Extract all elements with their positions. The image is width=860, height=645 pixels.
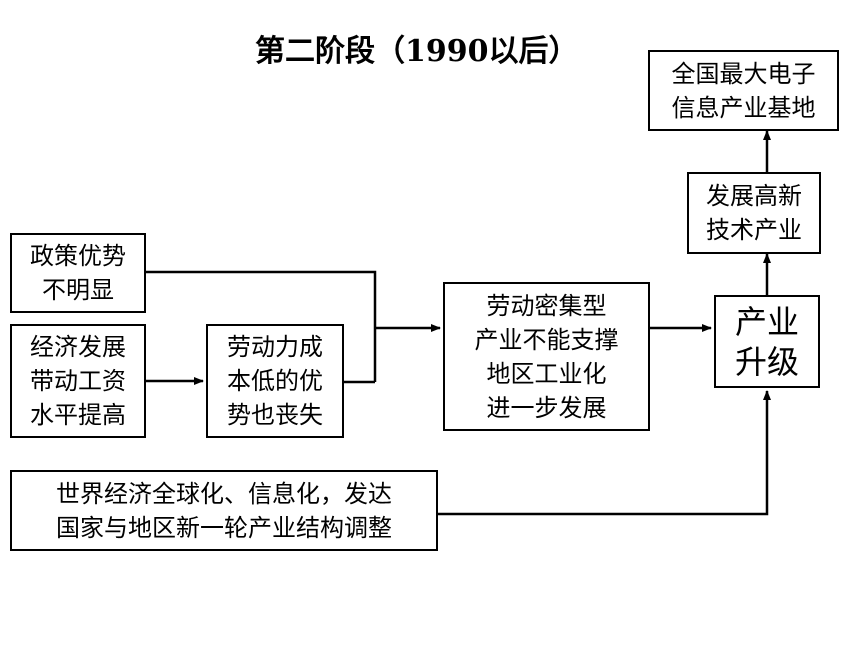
box-labor-intensive: 劳动密集型产业不能支撑地区工业化进一步发展 [443,282,650,431]
box-electronics-base: 全国最大电子信息产业基地 [648,50,839,131]
connector-policy [146,270,377,382]
arrow-global-to-upgrade [438,390,771,516]
box-policy-advantage: 政策优势不明显 [10,233,146,313]
box-industrial-upgrade: 产业升级 [714,295,820,388]
diagram-title: 第二阶段（1990以后） [255,34,579,69]
box-labor-cost: 劳动力成本低的优势也丧失 [206,324,344,438]
box-high-tech: 发展高新技术产业 [687,172,821,254]
box-economic-development: 经济发展带动工资水平提高 [10,324,146,438]
box-globalization: 世界经济全球化、信息化，发达国家与地区新一轮产业结构调整 [10,470,438,551]
